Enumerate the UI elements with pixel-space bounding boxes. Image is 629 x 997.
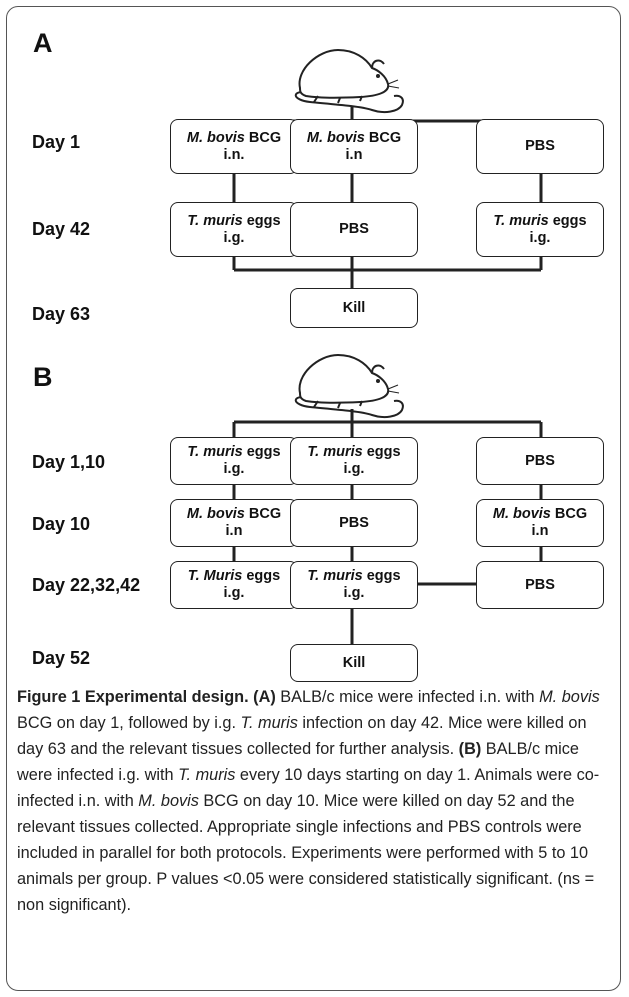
caption-b-italic-2: M. bovis — [138, 792, 199, 810]
caption-b-label: (B) — [458, 740, 482, 758]
b-kill-text: Kill — [342, 654, 366, 671]
a-r2-c2-box: PBS — [290, 202, 418, 257]
b-r3-c3-text: PBS — [525, 576, 555, 593]
b-r3-c2-box: T. muris eggs i.g. — [290, 561, 418, 609]
b-r2-c3-route: i.n — [531, 523, 549, 539]
a-r2-c3-route: i.g. — [529, 229, 551, 246]
a-r2-c1-text: eggs — [242, 212, 281, 229]
figure-frame — [6, 6, 621, 991]
b-kill-box: Kill — [290, 644, 418, 682]
b-r3-c3-box: PBS — [476, 561, 604, 609]
b-r2-c1-text: BCG — [244, 506, 282, 522]
b-r1-c2-text: eggs — [362, 444, 401, 460]
b-r2-c1-italic: M. bovis — [186, 506, 245, 522]
a-r2-c1-italic: T. muris — [187, 212, 243, 229]
caption-a-text-2: BCG on day 1, followed by i.g. — [17, 714, 241, 732]
day-label-1: Day 1 — [32, 132, 81, 152]
b-r1-c2-route: i.g. — [343, 461, 365, 477]
b-r1-c2-box: T. muris eggs i.g. — [290, 437, 418, 485]
b-r2-c3-box: M. bovis BCG i.n — [476, 499, 604, 547]
b-r2-c2-text: PBS — [339, 514, 369, 531]
b-r2-c2-box: PBS — [290, 499, 418, 547]
b-r3-c2-italic: T. muris — [307, 568, 363, 584]
b-r3-c1-italic: T. Muris — [187, 568, 243, 584]
a-r1-c1-text: BCG — [244, 129, 282, 146]
a-r2-c3-box: T. muris eggs i.g. — [476, 202, 604, 257]
a-r2-c3-italic: T. muris — [493, 212, 549, 229]
b-r1-c1-italic: T. muris — [187, 444, 243, 460]
b-r3-c2-route: i.g. — [343, 585, 365, 601]
b-r3-c1-text: eggs — [242, 568, 281, 584]
a-r1-c2-text: BCG — [364, 129, 402, 146]
b-r1-c3-box: PBS — [476, 437, 604, 485]
panel-a-letter: A — [33, 28, 53, 58]
caption-a-text-3: infection on day 42. Mice were killed on… — [17, 714, 587, 758]
caption-a-label: (A) — [253, 688, 276, 706]
day-label-3: Day 63 — [32, 304, 91, 324]
a-r2-c3-text: eggs — [548, 212, 587, 229]
caption-a-italic-1: M. bovis — [539, 688, 600, 706]
panel-a: A Day 1 Day 42 Day 63 M. bovis BCG i.n. … — [0, 0, 629, 352]
figure-caption: Figure 1 Experimental design. (A) BALB/c… — [17, 684, 617, 918]
day-label-b1: Day 1,10 — [32, 452, 106, 472]
b-r2-c3-italic: M. bovis — [492, 506, 551, 522]
day-label-2: Day 42 — [32, 219, 91, 239]
a-r1-c2-italic: M. bovis — [306, 129, 365, 146]
a-r2-c1-box: T. muris eggs i.g. — [170, 202, 298, 257]
caption-b-text-1: BALB/c mice were infected i.g. with — [17, 740, 579, 784]
a-r1-c3-box: PBS — [476, 119, 604, 174]
day-label-b2: Day 10 — [32, 514, 91, 534]
caption-b-italic-1: T. muris — [178, 766, 236, 784]
b-r1-c1-text: eggs — [242, 444, 281, 460]
panel-b: B Day 1,10 Day 10 Day 22,32,42 Day 52 T.… — [0, 352, 629, 682]
b-r3-c2-text: eggs — [362, 568, 401, 584]
day-label-b3: Day 22,32,42 — [32, 575, 141, 595]
caption-a-text-1: BALB/c mice were infected i.n. with — [275, 688, 540, 706]
a-kill-text: Kill — [342, 299, 366, 316]
a-r1-c3-text: PBS — [525, 138, 555, 154]
b-r2-c1-box: M. bovis BCG i.n — [170, 499, 298, 547]
a-r2-c1-route: i.g. — [223, 229, 245, 246]
b-r1-c2-italic: T. muris — [307, 444, 363, 460]
panel-b-letter: B — [33, 362, 53, 392]
mouse-icon — [294, 353, 404, 419]
a-r1-c1-box: M. bovis BCG i.n. — [170, 119, 298, 174]
a-r1-c2-route: i.n — [345, 146, 363, 163]
b-r1-c1-route: i.g. — [223, 461, 245, 477]
caption-a-italic-2: T. muris — [240, 714, 298, 732]
b-r3-c1-route: i.g. — [223, 585, 245, 601]
day-label-b4: Day 52 — [32, 648, 91, 668]
a-r1-c1-italic: M. bovis — [186, 129, 245, 146]
caption-b-text-3: BCG on day 10. Mice were killed on day 5… — [17, 792, 595, 914]
a-r2-c2-text: PBS — [339, 221, 369, 237]
a-r1-c1-route: i.n. — [223, 146, 245, 163]
a-r1-c2-box: M. bovis BCG i.n — [290, 119, 418, 174]
caption-figure-label: Figure 1 Experimental design. — [17, 688, 249, 706]
caption-b-text-2: every 10 days starting on day 1. Animals… — [17, 766, 600, 810]
mouse-icon — [294, 48, 404, 114]
b-r3-c1-box: T. Muris eggs i.g. — [170, 561, 298, 609]
a-kill-box: Kill — [290, 288, 418, 328]
b-r1-c1-box: T. muris eggs i.g. — [170, 437, 298, 485]
b-r1-c3-text: PBS — [525, 452, 555, 469]
b-r2-c3-text: BCG — [550, 506, 588, 522]
b-r2-c1-route: i.n — [225, 523, 243, 539]
